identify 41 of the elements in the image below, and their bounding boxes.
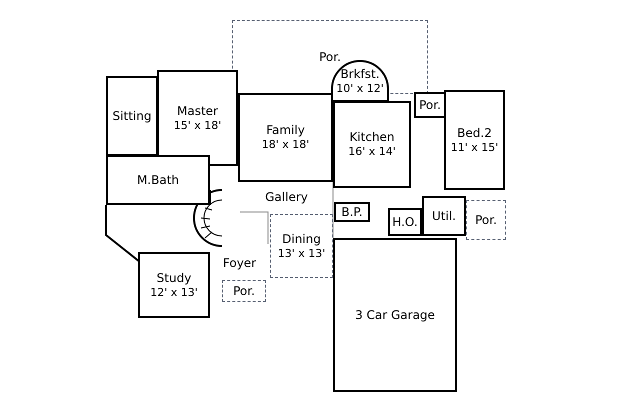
room-name: Foyer xyxy=(222,256,256,271)
room-name: Dining xyxy=(282,232,321,247)
room-dimensions: 10' x 12' xyxy=(336,82,384,96)
room-name: Por. xyxy=(319,50,341,64)
room xyxy=(222,280,266,302)
room xyxy=(331,60,389,102)
room-name: Util. xyxy=(432,208,456,224)
room-name: Bed.2 xyxy=(457,126,492,141)
room-dimensions: 15' x 18' xyxy=(174,118,222,132)
room xyxy=(138,252,210,318)
room-dimensions: 12' x 13' xyxy=(150,286,198,300)
room-name: Gallery xyxy=(265,190,308,204)
room-name: Por. xyxy=(419,98,441,112)
room xyxy=(414,92,446,118)
room-name: 3 Car Garage xyxy=(355,308,435,322)
room-name: Study xyxy=(156,270,192,286)
room-name: M.Bath xyxy=(136,172,180,188)
room xyxy=(333,101,411,188)
room-name: Family xyxy=(266,123,305,138)
room xyxy=(106,155,210,205)
room-dimensions: 16' x 14' xyxy=(348,145,396,159)
room xyxy=(333,238,457,392)
room-name: Por. xyxy=(233,284,255,298)
room-name: B.P. xyxy=(341,204,363,220)
room-name: Sitting xyxy=(112,108,152,124)
room-dimensions: 13' x 13' xyxy=(278,246,326,260)
room xyxy=(334,202,370,222)
room-name: Master xyxy=(177,104,218,119)
room-dimensions: 18' x 18' xyxy=(262,138,310,152)
room-name: H.O. xyxy=(392,214,418,230)
room xyxy=(466,200,506,240)
room-name: Kitchen xyxy=(349,130,395,146)
room xyxy=(444,90,505,190)
room-name: Brkfst. xyxy=(340,66,380,82)
room xyxy=(106,76,158,156)
room xyxy=(238,93,333,182)
room-name: Por. xyxy=(475,212,497,228)
room xyxy=(422,196,466,236)
room xyxy=(157,70,238,166)
room xyxy=(388,208,422,236)
room-dimensions: 11' x 15' xyxy=(450,140,498,154)
